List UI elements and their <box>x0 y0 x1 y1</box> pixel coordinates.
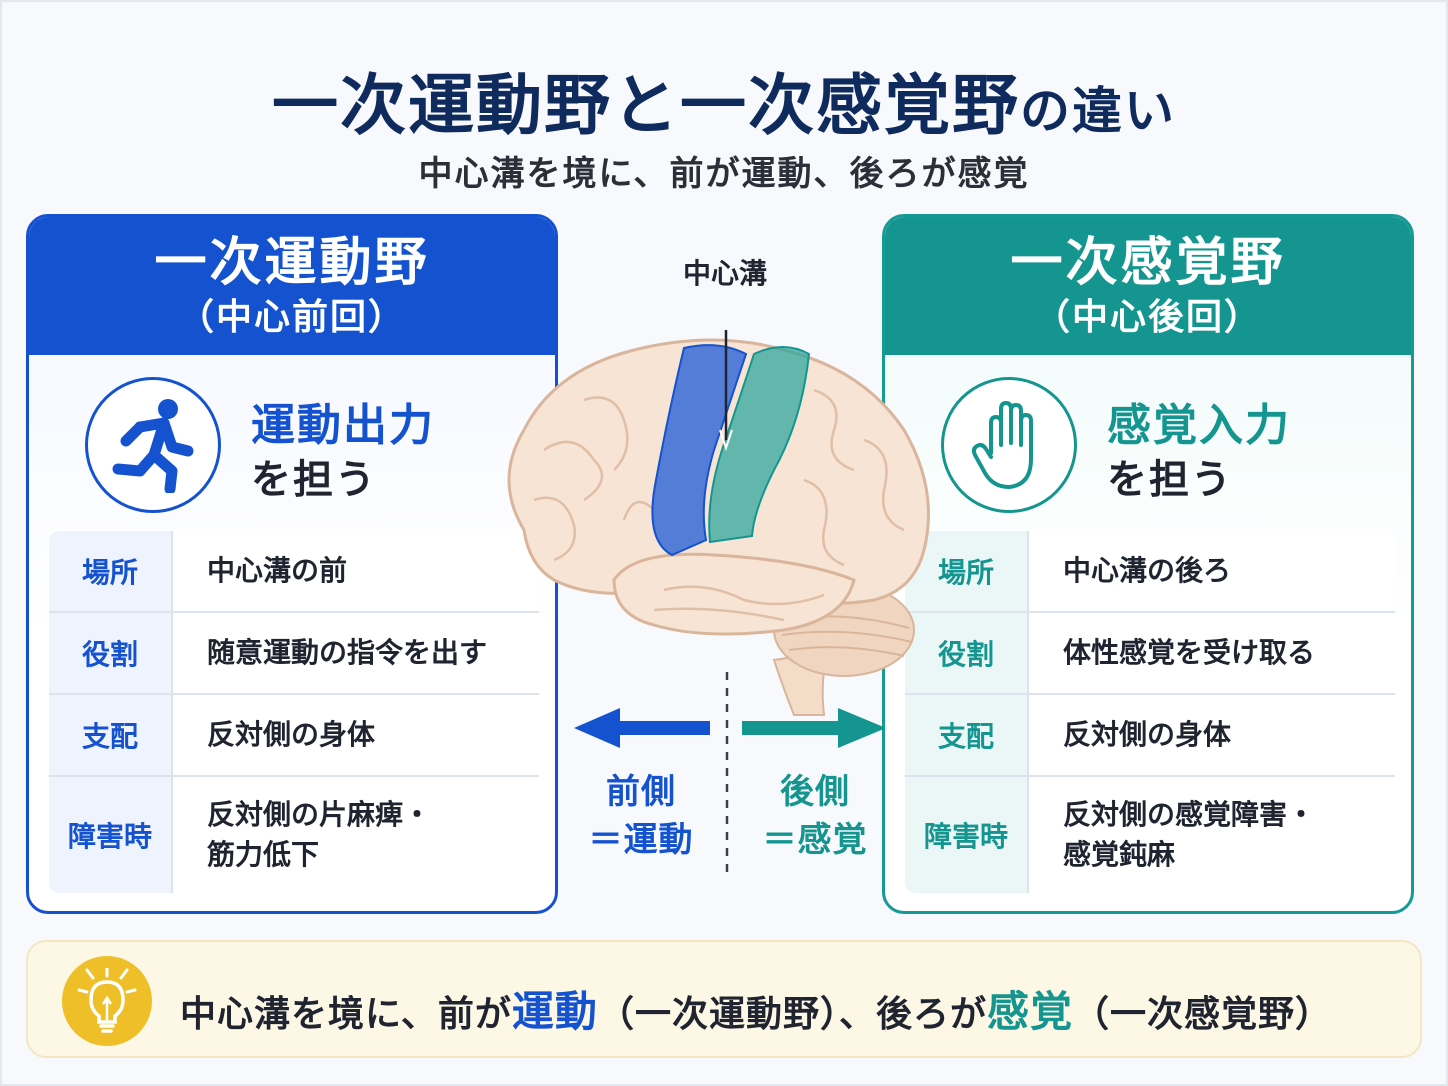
motor-title: 一次運動野 <box>154 233 430 293</box>
back-side-line: 後側 <box>780 772 850 812</box>
row-value: 反対側の身体 <box>1028 694 1395 777</box>
brain-illustration <box>507 330 930 716</box>
summary-highlight-sensory: 感覚 <box>986 987 1073 1036</box>
sensory-role-sub: を担う <box>1107 457 1233 503</box>
sensory-title: 一次感覚野 <box>1010 233 1286 293</box>
summary-part: （一次感覚野） <box>1072 994 1332 1035</box>
summary-note: 中心溝を境に、前が運動（一次運動野）、後ろが感覚（一次感覚野） <box>26 940 1422 1058</box>
front-side-line: 前側 <box>606 772 676 812</box>
row-value: 中心溝の後ろ <box>1028 531 1395 613</box>
row-value-line: 反対側の感覚障害・ <box>1063 798 1316 831</box>
sensory-subtitle: （中心後回） <box>1033 297 1262 338</box>
precentral-gyrus <box>651 344 748 557</box>
table-row: 場所 中心溝の前 <box>49 531 539 613</box>
row-value-line: 反対側の片麻痺・ <box>207 798 432 831</box>
summary-part: 中心溝を境に、前が <box>180 994 512 1035</box>
row-key: 役割 <box>49 612 173 695</box>
row-key: 役割 <box>905 612 1029 695</box>
running-person-icon <box>85 377 221 513</box>
row-value-line: 感覚鈍麻 <box>1063 838 1176 871</box>
table-row: 役割 体性感覚を受け取る <box>905 612 1395 695</box>
summary-highlight-motor: 運動 <box>511 987 598 1036</box>
sensory-info-table: 場所 中心溝の後ろ 役割 体性感覚を受け取る 支配 反対側の身体 障害時 反対側… <box>903 529 1397 895</box>
row-value: 反対側の感覚障害・感覚鈍麻 <box>1028 776 1395 893</box>
center-divider <box>725 672 729 872</box>
page-subtitle: 中心溝を境に、前が運動、後ろが感覚 <box>418 154 1030 194</box>
sensory-panel: 一次感覚野 （中心後回） 感覚入力 を担う 場所 中心溝の後ろ 役割 体性感覚を… <box>882 214 1414 914</box>
row-key: 障害時 <box>905 776 1029 893</box>
table-row: 障害時 反対側の感覚障害・感覚鈍麻 <box>905 776 1395 893</box>
back-side-line: ＝感覚 <box>762 820 868 860</box>
postcentral-gyrus <box>708 346 811 544</box>
row-key: 場所 <box>905 531 1029 613</box>
front-side-line: ＝運動 <box>588 820 694 860</box>
front-side-label: 前側 ＝運動 <box>566 768 716 864</box>
lightbulb-icon <box>62 956 152 1046</box>
table-row: 支配 反対側の身体 <box>49 694 539 777</box>
sensory-panel-header: 一次感覚野 （中心後回） <box>885 217 1411 355</box>
motor-subtitle: （中心前回） <box>177 297 406 338</box>
row-key: 支配 <box>49 694 173 777</box>
table-row: 支配 反対側の身体 <box>905 694 1395 777</box>
back-side-label: 後側 ＝感覚 <box>740 768 890 864</box>
row-value-line: 筋力低下 <box>207 838 320 871</box>
sensory-role: 感覚入力 を担う <box>941 377 1381 513</box>
row-value: 中心溝の前 <box>172 531 539 613</box>
row-key: 支配 <box>905 694 1029 777</box>
summary-part: （一次運動野）、後ろが <box>597 994 987 1035</box>
table-row: 障害時 反対側の片麻痺・筋力低下 <box>49 776 539 893</box>
motor-role-sub: を担う <box>251 457 377 503</box>
row-key: 場所 <box>49 531 173 613</box>
page-title: 一次運動野と一次感覚野の違い <box>0 52 1448 148</box>
hand-icon <box>941 377 1077 513</box>
motor-role-title: 運動出力 <box>251 400 435 451</box>
title-main: 一次運動野と一次感覚野 <box>272 67 1020 144</box>
gyri <box>533 388 905 622</box>
left-arrow-icon <box>574 708 710 748</box>
motor-info-table: 場所 中心溝の前 役割 随意運動の指令を出す 支配 反対側の身体 障害時 反対側… <box>47 529 541 895</box>
central-sulcus-label: 中心溝 <box>682 257 767 290</box>
row-key: 障害時 <box>49 776 173 893</box>
row-value: 反対側の片麻痺・筋力低下 <box>172 776 539 893</box>
sulcus-pointer-head <box>719 429 733 452</box>
row-value: 随意運動の指令を出す <box>172 612 539 695</box>
right-arrow-icon <box>742 708 886 748</box>
table-row: 役割 随意運動の指令を出す <box>49 612 539 695</box>
table-row: 場所 中心溝の後ろ <box>905 531 1395 613</box>
row-value: 体性感覚を受け取る <box>1028 612 1395 695</box>
motor-panel-header: 一次運動野 （中心前回） <box>29 217 555 355</box>
sensory-role-title: 感覚入力 <box>1107 400 1291 451</box>
motor-role: 運動出力 を担う <box>85 377 525 513</box>
title-suffix: の違い <box>1020 82 1176 140</box>
summary-text: 中心溝を境に、前が運動（一次運動野）、後ろが感覚（一次感覚野） <box>180 978 1332 1039</box>
motor-panel: 一次運動野 （中心前回） 運動出力 を担う 場所 中心溝の前 役割 随意運動の指… <box>26 214 558 914</box>
row-value: 反対側の身体 <box>172 694 539 777</box>
